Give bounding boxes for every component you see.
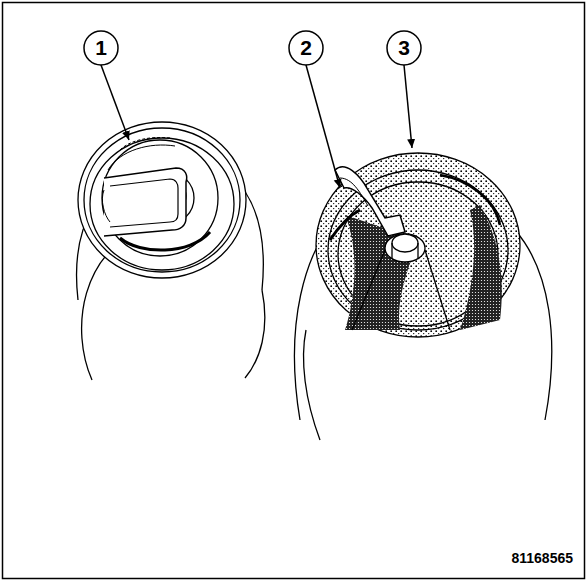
callout-number: 2	[289, 31, 323, 65]
callout-circle	[84, 31, 118, 65]
fouled-plug	[294, 153, 551, 440]
callout-circle	[387, 31, 421, 65]
callout-number: 1	[84, 31, 118, 65]
frame	[3, 3, 585, 579]
normal-plug	[77, 122, 265, 380]
leader-line	[404, 65, 412, 148]
callout-circle	[289, 31, 323, 65]
leader-line	[306, 65, 340, 188]
callouts	[84, 31, 421, 188]
leader-line	[101, 65, 129, 140]
figure-code: 81168565	[511, 550, 573, 566]
callout-number: 3	[387, 31, 421, 65]
